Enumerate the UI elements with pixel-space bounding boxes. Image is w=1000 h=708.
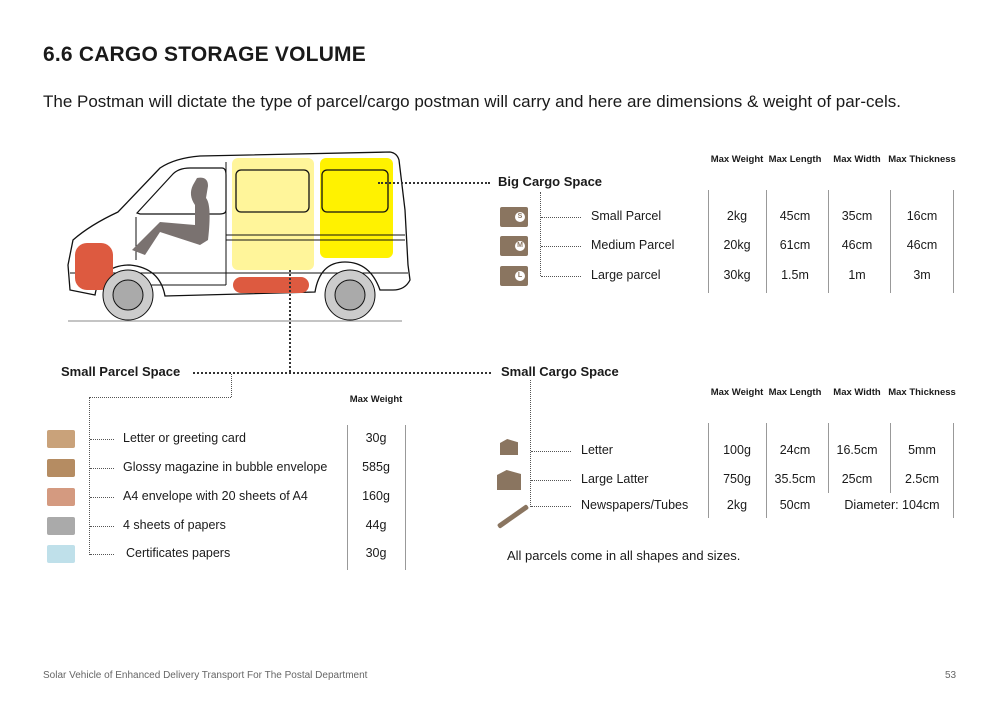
small-parcel-weight: 30g	[365, 431, 387, 445]
box-l-icon: L	[500, 266, 528, 286]
parcel-item-icon	[47, 459, 75, 477]
big-cargo-cell: 46cm	[906, 238, 938, 252]
small-cargo-cell: 25cm	[841, 472, 873, 486]
big-cargo-cell: 1m	[848, 268, 866, 282]
small-parcel-item-name: Certificates papers	[126, 546, 231, 560]
small-cargo-zone	[232, 158, 314, 270]
small-cargo-cell: 24cm	[779, 443, 811, 457]
battery-bottom	[233, 277, 309, 293]
big-cargo-cell: 1.5m	[781, 268, 809, 282]
box-size-badge: S	[515, 212, 525, 222]
small-cargo-cell: 750g	[723, 472, 751, 486]
sc-header-length: Max Length	[768, 387, 822, 398]
big-cargo-item-name: Medium Parcel	[591, 238, 675, 252]
small-cargo-cell: 5mm	[908, 443, 936, 457]
parcel-item-icon	[47, 488, 75, 506]
row-connector	[90, 497, 114, 498]
small-cargo-cell: 50cm	[779, 498, 811, 512]
small-parcel-item-name: 4 sheets of papers	[123, 518, 226, 532]
big-cargo-cell: 20kg	[723, 238, 751, 252]
envelope-icon	[500, 439, 518, 455]
small-parcel-weight: 160g	[362, 489, 390, 503]
battery-front	[75, 243, 113, 290]
small-cargo-cell: 16.5cm	[836, 443, 878, 457]
sc-header-weight: Max Weight	[710, 387, 764, 398]
big-cargo-item-name: Large parcel	[591, 268, 661, 282]
big-header-width: Max Width	[833, 154, 881, 165]
box-s-icon: S	[500, 207, 528, 227]
lower-connector-horizontal	[193, 372, 491, 374]
big-cargo-label: Big Cargo Space	[498, 174, 603, 189]
small-parcel-item-name: Glossy magazine in bubble envelope	[123, 460, 328, 474]
big-header-thickness: Max Thickness	[888, 154, 956, 165]
small-cargo-cell: 2kg	[726, 498, 748, 512]
big-cargo-connector	[378, 182, 490, 184]
diameter-cell: Diameter: 104cm	[844, 498, 940, 512]
big-cargo-cell: 2kg	[726, 209, 748, 223]
driver-silhouette	[132, 177, 210, 255]
small-cargo-cell: 100g	[723, 443, 751, 457]
small-parcel-header-weight: Max Weight	[349, 394, 403, 405]
row-connector	[541, 217, 581, 218]
big-cargo-cell: 3m	[913, 268, 931, 282]
box-m-icon: M	[500, 236, 528, 256]
page-title: 6.6 CARGO STORAGE VOLUME	[43, 43, 366, 66]
box-size-badge: L	[515, 271, 525, 281]
big-cargo-item-name: Small Parcel	[591, 209, 662, 223]
small-parcel-weight: 585g	[362, 460, 390, 474]
envelope-icon	[497, 470, 521, 490]
big-cargo-zone	[320, 158, 393, 258]
box-size-badge: M	[515, 241, 525, 251]
big-cargo-cell: 35cm	[841, 209, 873, 223]
small-cargo-cell: 2.5cm	[904, 472, 940, 486]
small-cargo-item-name: Letter	[581, 443, 613, 457]
big-cargo-cell: 30kg	[723, 268, 751, 282]
page-number: 53	[945, 670, 957, 681]
parcel-item-icon	[47, 430, 75, 448]
big-cargo-cell: 16cm	[906, 209, 938, 223]
intro-text: The Postman will dictate the type of par…	[43, 92, 901, 111]
row-connector	[541, 276, 581, 277]
small-cargo-item-name: Newspapers/Tubes	[581, 498, 689, 512]
big-header-length: Max Length	[768, 154, 822, 165]
small-cargo-label: Small Cargo Space	[501, 364, 619, 379]
small-cargo-item-name: Large Latter	[581, 472, 649, 486]
row-connector	[541, 246, 581, 247]
row-connector	[531, 480, 571, 481]
big-cargo-cell: 46cm	[841, 238, 873, 252]
big-cargo-cell: 45cm	[779, 209, 811, 223]
big-header-weight: Max Weight	[710, 154, 764, 165]
note-text: All parcels come in all shapes and sizes…	[507, 548, 741, 563]
row-connector	[531, 451, 571, 452]
parcel-item-icon	[47, 545, 75, 563]
parcel-item-icon	[47, 517, 75, 535]
sc-header-thickness: Max Thickness	[888, 387, 956, 398]
big-cargo-cell: 61cm	[779, 238, 811, 252]
small-parcel-weight: 30g	[365, 546, 387, 560]
row-connector	[90, 554, 114, 555]
small-cargo-cell: 35.5cm	[774, 472, 816, 486]
lower-connector	[289, 270, 291, 372]
small-parcel-item-name: Letter or greeting card	[123, 431, 246, 445]
row-connector	[90, 439, 114, 440]
big-cargo-bracket	[540, 192, 541, 276]
row-connector	[531, 506, 571, 507]
row-connector	[90, 468, 114, 469]
row-connector	[90, 526, 114, 527]
small-cargo-bracket	[530, 380, 531, 507]
small-parcel-bracket	[89, 397, 90, 555]
sc-header-width: Max Width	[833, 387, 881, 398]
small-parcel-label: Small Parcel Space	[61, 364, 181, 379]
small-parcel-weight: 44g	[365, 518, 387, 532]
footer-text: Solar Vehicle of Enhanced Delivery Trans…	[43, 670, 368, 681]
small-parcel-item-name: A4 envelope with 20 sheets of A4	[123, 489, 308, 503]
